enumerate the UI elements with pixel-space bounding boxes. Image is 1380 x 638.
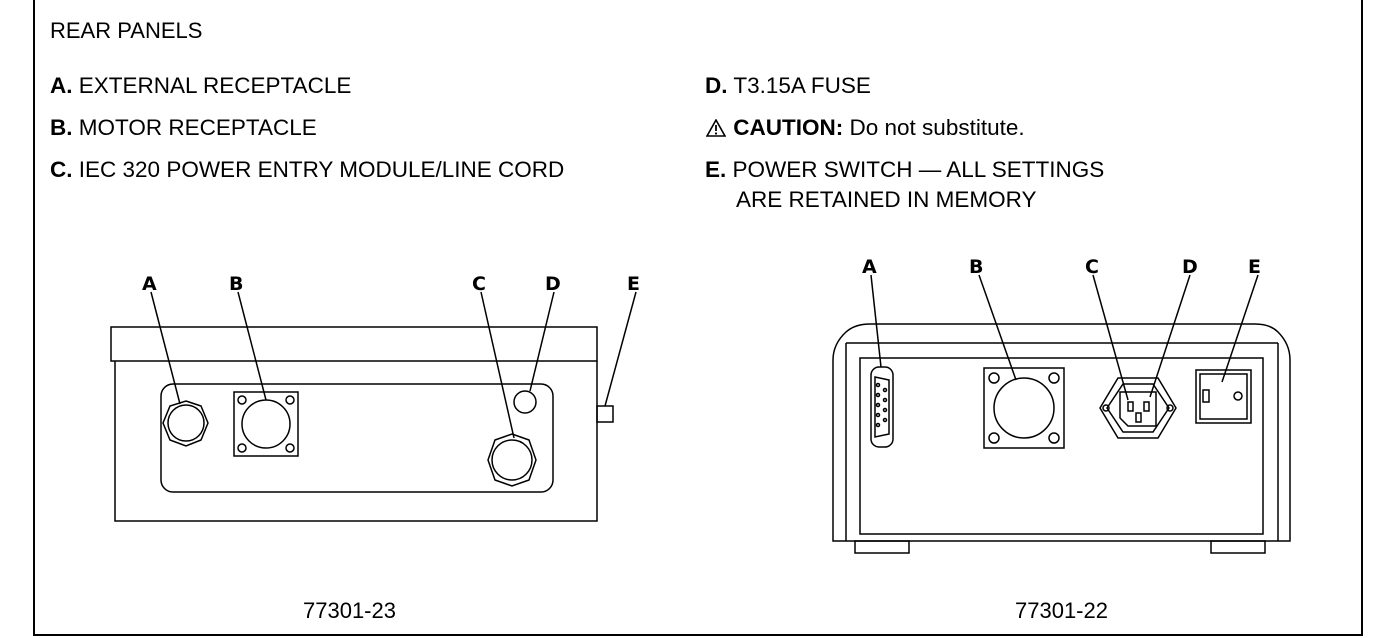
legend-item-d: D. T3.15A FUSE bbox=[705, 73, 871, 98]
callout-e-left: E bbox=[627, 273, 640, 295]
callout-b-right: B bbox=[969, 256, 983, 278]
legend-item-e-line2: ARE RETAINED IN MEMORY bbox=[736, 187, 1037, 212]
power-switch-right bbox=[1195, 369, 1252, 424]
enclosure-body bbox=[114, 361, 598, 522]
callout-c-right: C bbox=[1085, 256, 1099, 278]
legend-item-a: A. EXTERNAL RECEPTACLE bbox=[50, 73, 352, 98]
rear-panel-inset-right bbox=[859, 357, 1264, 535]
legend-item-e: E. POWER SWITCH — ALL SETTINGS bbox=[705, 157, 1105, 182]
callout-e-right: E bbox=[1248, 256, 1261, 278]
warning-triangle-icon bbox=[705, 113, 727, 143]
rear-panel-inset bbox=[160, 383, 554, 493]
diagram-frame bbox=[33, 0, 1363, 636]
figure-number-left: 77301-23 bbox=[303, 598, 396, 623]
callout-a-left: A bbox=[142, 273, 157, 295]
external-receptacle-left bbox=[162, 400, 209, 447]
figure-number-right: 77301-22 bbox=[1015, 598, 1108, 623]
external-receptacle-right bbox=[870, 366, 894, 448]
power-entry-module-right bbox=[1099, 377, 1177, 439]
enclosure-lid bbox=[110, 326, 598, 362]
page-title: REAR PANELS bbox=[50, 18, 203, 43]
foot-left bbox=[854, 540, 910, 554]
housing-outline bbox=[832, 323, 1291, 542]
callout-a-right: A bbox=[862, 256, 877, 278]
power-entry-module-left bbox=[487, 433, 537, 487]
caution-note: CAUTION: Do not substitute. bbox=[705, 113, 1025, 143]
callout-c-left: C bbox=[472, 273, 486, 295]
callout-d-left: D bbox=[545, 273, 561, 295]
legend-item-b: B. MOTOR RECEPTACLE bbox=[50, 115, 317, 140]
legend-item-c: C. IEC 320 POWER ENTRY MODULE/LINE CORD bbox=[50, 157, 565, 182]
fuse-left bbox=[513, 390, 537, 414]
foot-right bbox=[1210, 540, 1266, 554]
motor-receptacle-right bbox=[983, 367, 1065, 449]
callout-b-left: B bbox=[229, 273, 243, 295]
callout-d-right: D bbox=[1182, 256, 1198, 278]
